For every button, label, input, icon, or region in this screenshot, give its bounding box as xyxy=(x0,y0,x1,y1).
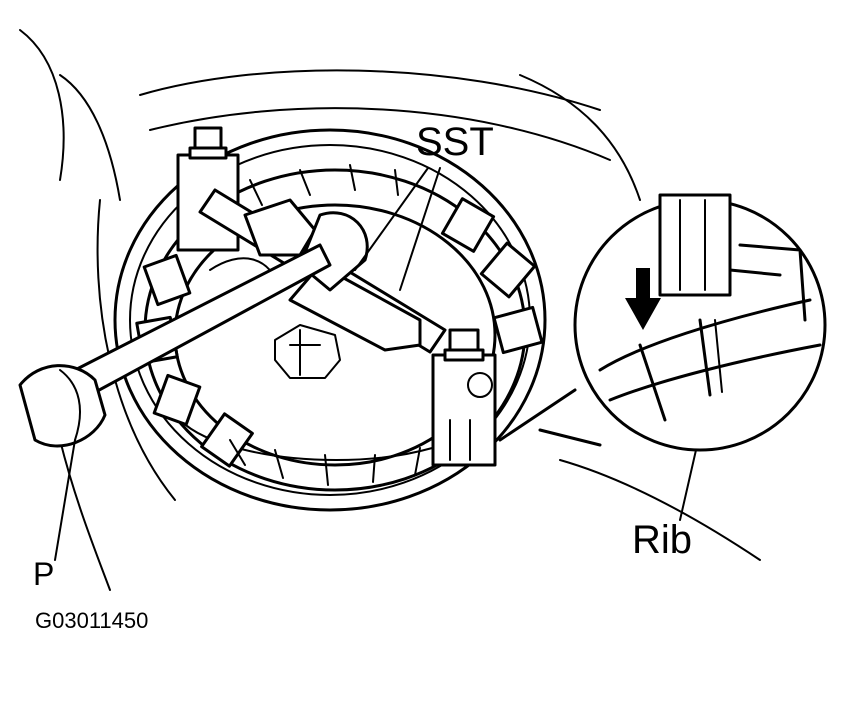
figure-code: G03011450 xyxy=(35,608,149,633)
right-clamp xyxy=(431,328,497,467)
sst-tool-bar xyxy=(198,188,447,354)
rib-label: Rib xyxy=(632,518,693,562)
down-arrow-icon xyxy=(625,268,661,330)
detail-callout xyxy=(498,193,827,452)
sst-label: SST xyxy=(416,120,494,164)
left-clamp xyxy=(176,126,240,252)
p-label: P xyxy=(33,556,55,592)
handle-bar xyxy=(18,243,332,448)
